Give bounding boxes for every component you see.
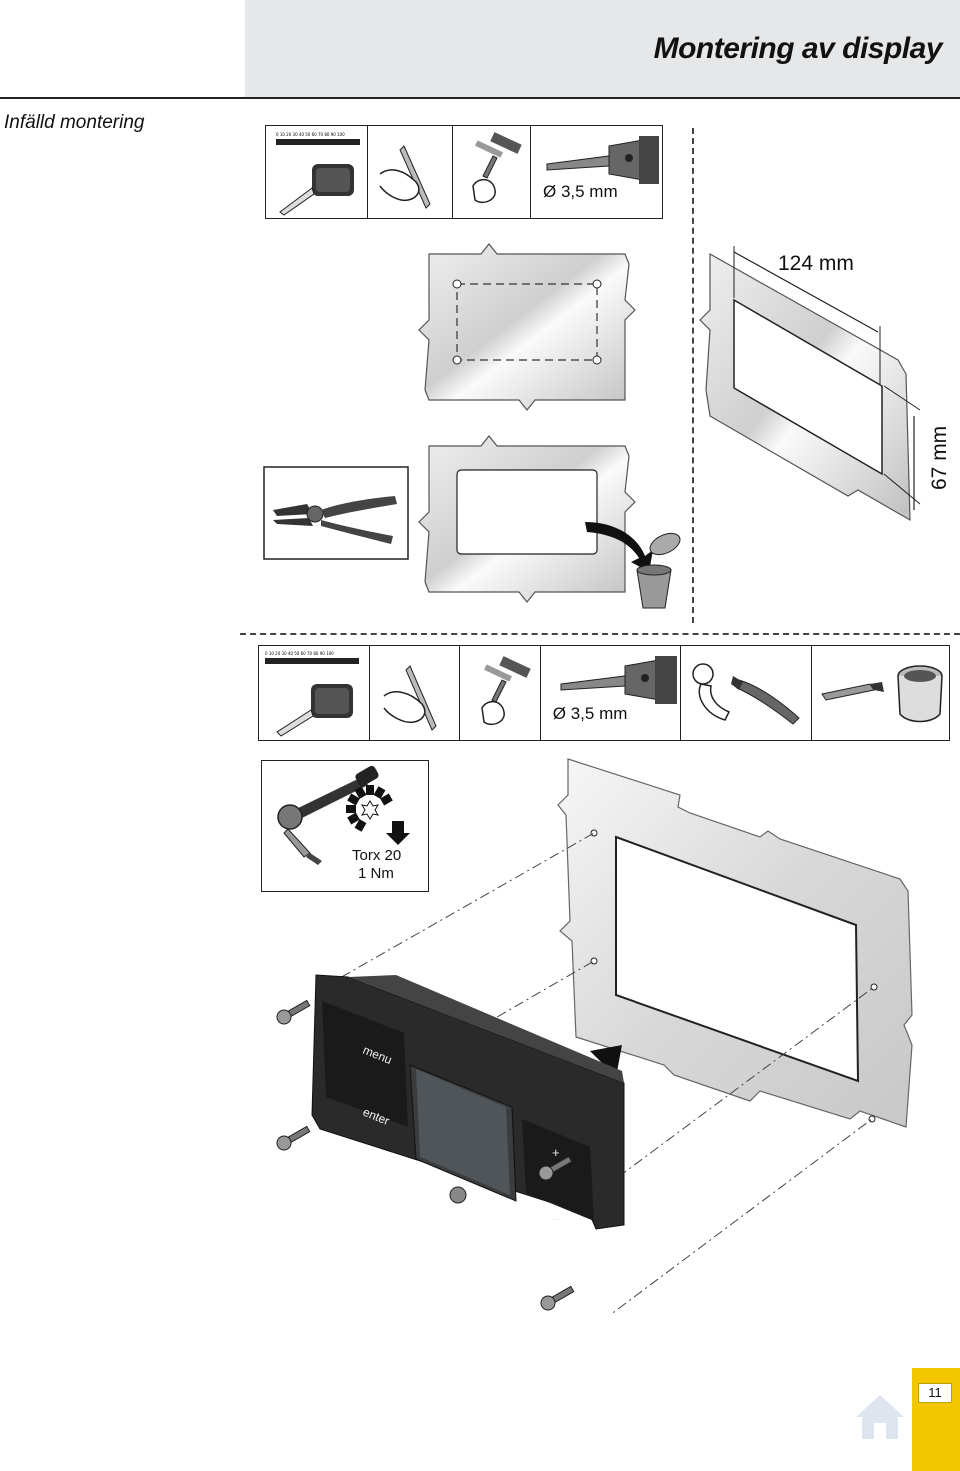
tools-strip-step1: 0 10 20 30 40 50 60 70 80 90 100 Ø 3,5 m… [265,125,663,219]
screws [276,999,575,1311]
hammer-punch-icon [471,132,522,204]
pencil-cell [368,126,453,218]
section-subtitle: Infälld montering [4,112,145,133]
drill-icon [546,136,659,184]
hammer-punch-icon [481,656,531,726]
pencil-cell [370,646,461,740]
trash-bin-icon [636,532,681,609]
jigsaw-icon [692,663,800,725]
tools-strip-step3: 0 10 20 30 40 50 60 70 80 90 100 Ø 3,5 m… [258,645,950,741]
hammer-cell [453,126,531,218]
plus-button[interactable]: + [552,1145,560,1160]
torx-bit-icon [346,785,410,845]
page-title: Montering av display [653,32,943,65]
horizontal-dashed-divider [240,633,960,635]
tape-measure-cell: 0 10 20 30 40 50 60 70 80 90 100 [266,126,369,218]
minus-button[interactable]: – [552,1211,560,1226]
drill-cell: Ø 3,5 mm [541,646,682,740]
pliers-icon [273,496,397,544]
home-icon[interactable] [854,1393,906,1441]
header-band [245,0,960,97]
svg-text:0 10 20 30 40 50 60 70 80 90 1: 0 10 20 30 40 50 60 70 80 90 100 [276,132,345,137]
page-number: 11 [918,1383,952,1403]
torx-size-label: Torx 20 [352,847,402,864]
ratchet-wrench-icon [277,765,379,865]
torque-value-label: 1 Nm [358,865,394,882]
tape-measure-cell: 0 10 20 30 40 50 60 70 80 90 100 [259,646,370,740]
tape-measure-icon: 0 10 20 30 40 50 60 70 80 90 100 [276,132,360,216]
cutout-template-plate [418,435,681,609]
svg-text:0 10 20 30 40 50 60 70 80 90 1: 0 10 20 30 40 50 60 70 80 90 100 [265,651,334,656]
drill-size-label: Ø 3,5 mm [552,704,628,723]
pencil-icon [379,145,431,209]
tape-measure-icon: 0 10 20 30 40 50 60 70 80 90 100 [265,651,359,737]
width-dimension-label: 124 mm [778,252,854,275]
height-dimension-label: 67 mm [928,425,951,490]
drill-size-label: Ø 3,5 mm [543,182,618,201]
installation-drawing: menu enter + – [276,758,913,1315]
drill-cell: Ø 3,5 mm [531,126,662,218]
pencil-icon [382,665,437,731]
glue-cell [812,646,949,740]
drill-icon [560,656,677,704]
glue-brush-icon [820,665,943,723]
hammer-cell [460,646,541,740]
header-divider [0,97,960,99]
pliers-box [263,466,409,560]
cutout-plate-dimensioned [699,246,921,522]
torx-torque-box: Torx 20 1 Nm [261,760,429,892]
jigsaw-file-cell [681,646,812,740]
vertical-dashed-divider [692,128,694,623]
marking-template-plate [418,243,636,411]
mounting-frame [557,758,913,1128]
